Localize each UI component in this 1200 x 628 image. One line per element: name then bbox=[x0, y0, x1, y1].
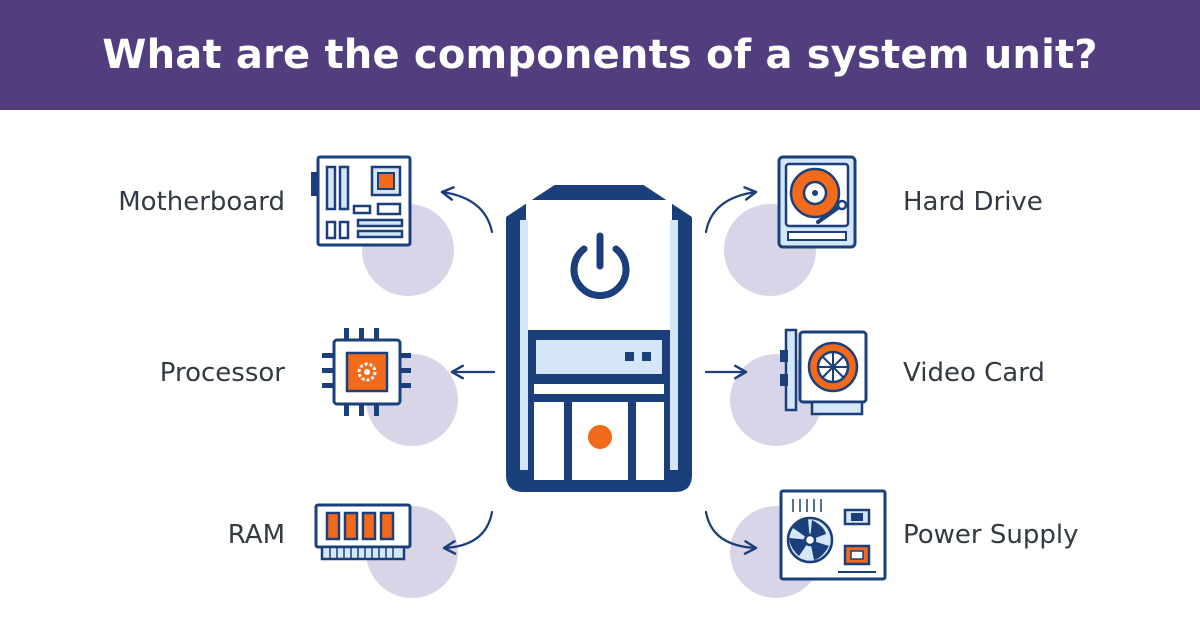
connector-arrows bbox=[440, 186, 758, 555]
power-supply-label: Power Supply bbox=[903, 520, 1079, 550]
power-symbol-icon bbox=[570, 232, 630, 299]
page-title: What are the components of a system unit… bbox=[102, 32, 1098, 78]
video-card-label: Video Card bbox=[903, 358, 1045, 388]
arrow-to-power-supply bbox=[704, 510, 758, 555]
arrow-to-hard-drive bbox=[704, 186, 758, 234]
title-banner: What are the components of a system unit… bbox=[0, 0, 1200, 110]
power-supply-icon bbox=[779, 489, 887, 581]
system-unit-icon bbox=[506, 185, 692, 492]
processor-icon bbox=[322, 328, 411, 416]
processor-label: Processor bbox=[159, 358, 285, 388]
arrow-to-motherboard bbox=[440, 186, 494, 234]
arrow-to-ram bbox=[442, 510, 494, 555]
hard-drive-icon bbox=[777, 155, 857, 249]
video-card-icon bbox=[780, 328, 868, 416]
ram-icon bbox=[314, 503, 412, 561]
motherboard-icon bbox=[311, 155, 412, 247]
ram-label: RAM bbox=[227, 520, 285, 550]
motherboard-label: Motherboard bbox=[118, 187, 285, 217]
hard-drive-label: Hard Drive bbox=[903, 187, 1043, 217]
